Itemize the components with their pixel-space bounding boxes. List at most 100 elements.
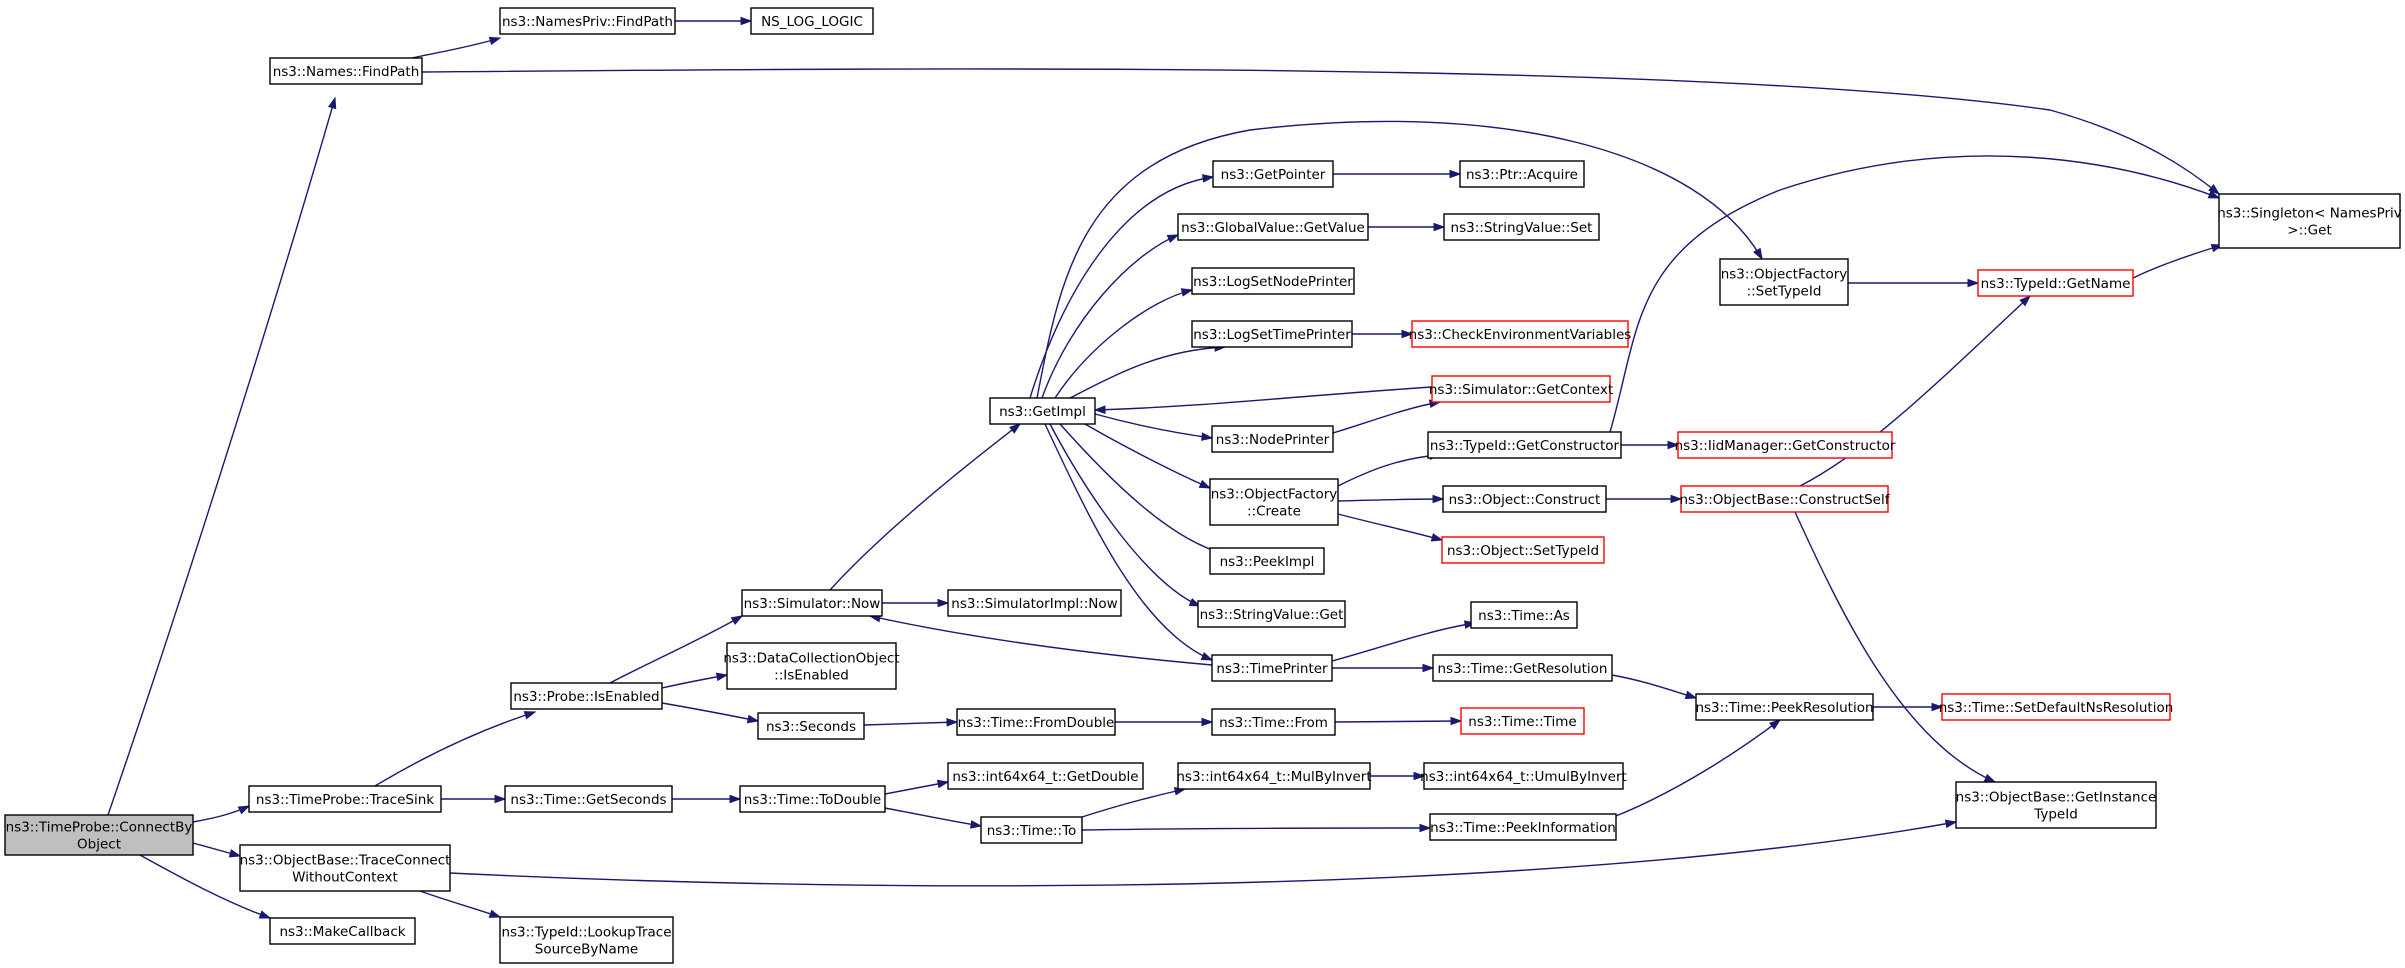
node-time_as[interactable]: ns3::Time::As	[1470, 601, 1578, 629]
edge-arrowhead	[946, 718, 959, 727]
node-globalvalue_getvalue[interactable]: ns3::GlobalValue::GetValue	[1177, 213, 1369, 241]
node-makecallback[interactable]: ns3::MakeCallback	[269, 917, 416, 945]
node-label: ns3::GlobalValue::GetValue	[1181, 220, 1365, 236]
node-box	[1677, 431, 1893, 459]
node-getimpl[interactable]: ns3::GetImpl	[989, 397, 1096, 425]
node-names_findpath[interactable]: ns3::Names::FindPath	[269, 57, 423, 85]
node-label: ns3::Time::To	[987, 823, 1077, 839]
edge-traceconnect-to-objectbase_getinstancetypeid	[449, 819, 1958, 887]
node-traceconnect[interactable]: ns3::ObjectBase::TraceConnectWithoutCont…	[239, 844, 451, 892]
node-simulator_now[interactable]: ns3::Simulator::Now	[741, 589, 883, 617]
node-getpointer[interactable]: ns3::GetPointer	[1212, 160, 1334, 188]
node-box	[1177, 762, 1371, 790]
node-time_setdefaultns[interactable]: ns3::Time::SetDefaultNsResolution	[1939, 693, 2174, 721]
node-time_time[interactable]: ns3::Time::Time	[1460, 707, 1585, 735]
node-box	[750, 7, 874, 35]
node-object_construct[interactable]: ns3::Object::Construct	[1442, 485, 1607, 513]
node-objfactory_settypeid[interactable]: ns3::ObjectFactory::SetTypeId	[1719, 258, 1849, 306]
node-time_fromdouble[interactable]: ns3::Time::FromDouble	[956, 708, 1116, 736]
node-int64_umulbyinvert[interactable]: ns3::int64x64_t::UmulByInvert	[1420, 762, 1627, 790]
edge-connect-to-traceconnect	[192, 842, 242, 858]
edge-arrowhead	[2208, 184, 2221, 195]
node-box	[1211, 708, 1336, 736]
node-nodeprinter[interactable]: ns3::NodePrinter	[1211, 425, 1334, 453]
node-ns_log_logic[interactable]: NS_LOG_LOGIC	[750, 7, 874, 35]
node-peekimpl[interactable]: ns3::PeekImpl	[1209, 547, 1325, 575]
node-timeprinter[interactable]: ns3::TimePrinter	[1211, 654, 1333, 682]
node-namespriv_findpath[interactable]: ns3::NamesPriv::FindPath	[499, 7, 676, 35]
node-time_getseconds[interactable]: ns3::Time::GetSeconds	[504, 785, 673, 813]
edge-line	[1799, 295, 2031, 487]
edge-arrowhead	[2207, 190, 2221, 199]
node-box	[980, 816, 1083, 844]
node-label: ns3::Time::ToDouble	[744, 792, 881, 808]
node-object_settypeid[interactable]: ns3::Object::SetTypeId	[1441, 536, 1605, 564]
node-ptr_acquire[interactable]: ns3::Ptr::Acquire	[1459, 160, 1585, 188]
node-box	[947, 589, 1122, 617]
node-int64_mulbyinvert[interactable]: ns3::int64x64_t::MulByInvert	[1176, 762, 1372, 790]
node-label: ns3::Time::As	[1478, 608, 1570, 624]
node-checkenv[interactable]: ns3::CheckEnvironmentVariables	[1409, 320, 1632, 348]
edge-objfactory_create-to-object_settypeid	[1337, 513, 1444, 542]
edge-getimpl-to-peekimpl	[1059, 423, 1227, 556]
node-label: ::SetTypeId	[1747, 284, 1822, 300]
node-probe_isenabled[interactable]: ns3::Probe::IsEnabled	[510, 682, 663, 710]
node-label: ns3::TypeId::GetName	[1981, 276, 2131, 292]
node-label: ns3::StringValue::Get	[1200, 607, 1344, 623]
node-time_peekinformation[interactable]: ns3::Time::PeekInformation	[1429, 813, 1617, 841]
node-objfactory_create[interactable]: ns3::ObjectFactory::Create	[1209, 478, 1339, 526]
node-box	[1977, 269, 2134, 297]
node-stringvalue_get[interactable]: ns3::StringValue::Get	[1197, 600, 1346, 628]
edge-line	[1081, 827, 1431, 831]
node-label: >::Get	[2287, 223, 2331, 239]
node-typeid_getconstructor[interactable]: ns3::TypeId::GetConstructor	[1427, 431, 1622, 459]
edge-getimpl-to-getpointer	[1029, 174, 1215, 399]
edge-time_to-to-time_peekinformation	[1081, 823, 1432, 833]
node-label: ns3::int64x64_t::MulByInvert	[1176, 769, 1371, 785]
node-objectbase_constructself[interactable]: ns3::ObjectBase::ConstructSelf	[1680, 485, 1891, 513]
edge-line	[1794, 511, 1996, 783]
node-time_todouble[interactable]: ns3::Time::ToDouble	[739, 785, 886, 813]
edge-traceconnect-to-lookuptrace	[419, 890, 502, 918]
edge-arrowhead	[2019, 294, 2032, 307]
node-singleton_get[interactable]: ns3::Singleton< NamesPriv>::Get	[2217, 193, 2402, 249]
node-label: ns3::StringValue::Set	[1451, 220, 1593, 236]
edge-line	[139, 854, 271, 919]
node-time_peekresolution[interactable]: ns3::Time::PeekResolution	[1695, 693, 1874, 721]
node-stringvalue_set[interactable]: ns3::StringValue::Set	[1443, 213, 1600, 241]
node-logsetnodeprinter[interactable]: ns3::LogSetNodePrinter	[1191, 267, 1355, 295]
edge-line	[884, 807, 982, 827]
node-label: ns3::GetImpl	[999, 404, 1086, 420]
node-time_to[interactable]: ns3::Time::To	[980, 816, 1083, 844]
node-label: ns3::Object::Construct	[1449, 492, 1601, 508]
node-box	[499, 916, 674, 964]
edge-line	[1334, 720, 1462, 723]
edge-getimpl-to-nodeprinter	[1094, 413, 1214, 441]
node-tracesink[interactable]: ns3::TimeProbe::TraceSink	[248, 785, 442, 813]
edge-line	[1331, 622, 1476, 662]
node-label: ns3::TypeId::LookupTrace	[501, 925, 671, 941]
node-time_from[interactable]: ns3::Time::From	[1211, 708, 1336, 736]
edge-arrowhead	[729, 794, 742, 804]
node-iidmanager_getconstructor[interactable]: ns3::IidManager::GetConstructor	[1675, 431, 1896, 459]
edge-arrowhead	[715, 672, 729, 682]
node-dco_isenabled[interactable]: ns3::DataCollectionObject::IsEnabled	[723, 642, 900, 690]
node-int64_getdouble[interactable]: ns3::int64x64_t::GetDouble	[947, 762, 1144, 790]
node-box	[1955, 781, 2157, 829]
node-box	[1442, 485, 1607, 513]
node-simimpl_now[interactable]: ns3::SimulatorImpl::Now	[947, 589, 1122, 617]
edge-names_findpath-to-namespriv_findpath	[411, 36, 502, 59]
node-typeid_getname[interactable]: ns3::TypeId::GetName	[1977, 269, 2134, 297]
node-logsettimeprinter[interactable]: ns3::LogSetTimePrinter	[1191, 320, 1353, 348]
node-time_getresolution[interactable]: ns3::Time::GetResolution	[1432, 654, 1613, 682]
node-seconds[interactable]: ns3::Seconds	[757, 712, 865, 740]
edge-line	[1029, 176, 1214, 399]
node-label: ns3::DataCollectionObject	[723, 651, 899, 667]
edge-line	[1094, 386, 1433, 411]
node-sim_getcontext[interactable]: ns3::Simulator::GetContext	[1429, 375, 1613, 403]
edge-objectbase_constructself-to-typeid_getname	[1799, 294, 2032, 487]
node-label: ns3::SimulatorImpl::Now	[951, 596, 1117, 612]
